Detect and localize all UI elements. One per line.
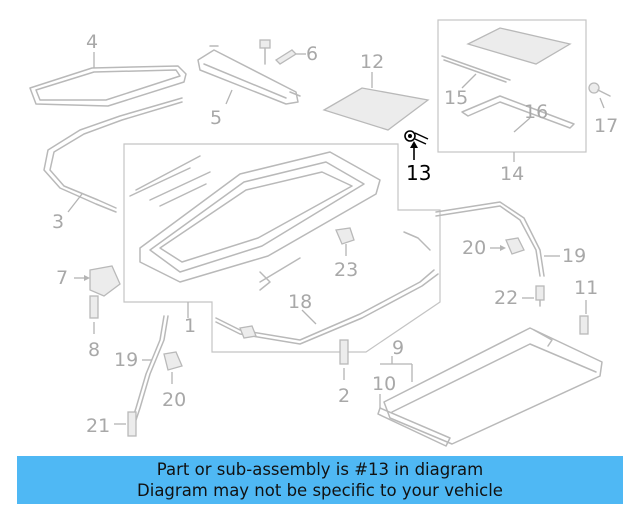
- part-4-glass-seal: [29, 65, 187, 107]
- label-11: 11: [574, 277, 598, 299]
- part-21-bolt: [127, 411, 137, 437]
- part-1-frame-box: [123, 143, 441, 353]
- part-22-bolt: [535, 285, 545, 307]
- banner-line-2: Diagram may not be specific to your vehi…: [137, 481, 503, 500]
- label-20-left: 20: [162, 389, 186, 411]
- part-11-bolt: [579, 315, 589, 335]
- label-22: 22: [494, 287, 518, 309]
- part-5-deflector: [197, 45, 301, 105]
- label-10: 10: [372, 373, 396, 395]
- label-1: 1: [184, 315, 196, 337]
- part-23-bracket: [335, 227, 355, 245]
- label-2: 2: [338, 385, 350, 407]
- label-16: 16: [524, 101, 548, 123]
- label-6: 6: [306, 43, 318, 65]
- label-21: 21: [86, 415, 110, 437]
- info-banner: Part or sub-assembly is #13 in diagram D…: [17, 456, 623, 504]
- label-7: 7: [56, 267, 68, 289]
- part-12-shade-panel: [322, 87, 430, 131]
- part-19-right-tube: [435, 201, 545, 277]
- part-20-right-clip: [505, 237, 525, 255]
- label-9: 9: [392, 337, 404, 359]
- part-2-bolt: [339, 339, 349, 365]
- part-6-hardware: [259, 39, 298, 65]
- label-4: 4: [86, 31, 98, 53]
- part-8-bolt: [89, 295, 99, 319]
- part-9-10-rails: [377, 327, 603, 447]
- label-13: 13: [406, 161, 431, 185]
- part-17-screw: [588, 82, 611, 97]
- label-8: 8: [88, 339, 100, 361]
- label-5: 5: [210, 107, 222, 129]
- part-14-box: [437, 19, 587, 153]
- label-17: 17: [594, 115, 618, 137]
- label-3: 3: [52, 211, 64, 233]
- label-20-right: 20: [462, 237, 486, 259]
- label-19-right: 19: [562, 245, 586, 267]
- label-19-left: 19: [114, 349, 138, 371]
- part-13-bolt: [404, 130, 429, 145]
- part-20-left-clip: [163, 351, 183, 371]
- part-18-drain-hose: [215, 231, 439, 345]
- label-23: 23: [334, 259, 358, 281]
- label-14: 14: [500, 163, 524, 185]
- label-12: 12: [360, 51, 384, 73]
- part-7-motor: [89, 265, 121, 297]
- label-15: 15: [444, 87, 468, 109]
- part-3-weatherstrip: [43, 97, 183, 213]
- banner-line-1: Part or sub-assembly is #13 in diagram: [156, 460, 484, 479]
- label-18: 18: [288, 291, 312, 313]
